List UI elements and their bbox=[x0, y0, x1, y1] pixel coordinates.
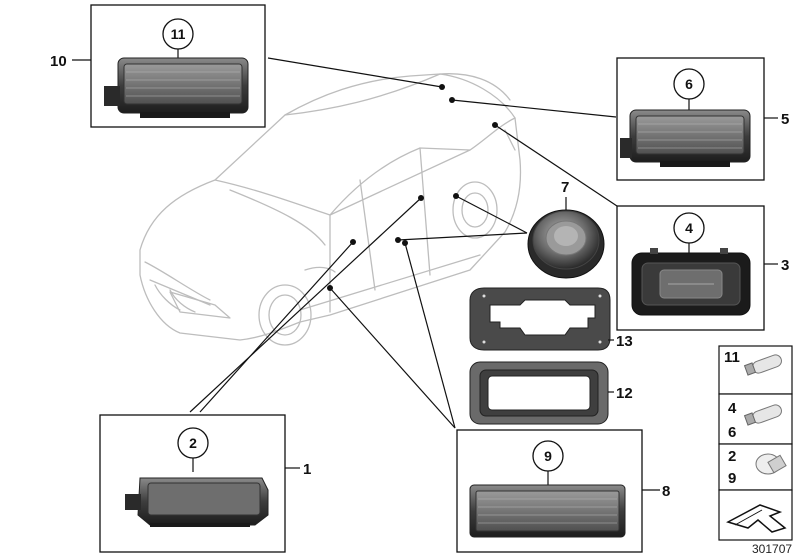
leader-lines bbox=[189, 57, 618, 429]
bulb-label-2: 2 bbox=[728, 448, 736, 465]
bulb-label-11: 11 bbox=[724, 349, 740, 366]
callout-2: 2 bbox=[189, 435, 197, 451]
callout-5: 5 bbox=[781, 111, 789, 128]
part-7-round-lens[interactable]: 7 bbox=[527, 179, 605, 279]
lamp-9-image bbox=[469, 484, 626, 538]
callout-11: 11 bbox=[171, 26, 186, 42]
wedge-bulb-icon bbox=[755, 453, 787, 475]
part-box-9[interactable]: 9 bbox=[456, 429, 643, 553]
lamp-11-image bbox=[104, 57, 249, 118]
callout-13: 13 bbox=[616, 333, 633, 350]
bulb-panel: 11 4 6 2 9 bbox=[718, 345, 793, 541]
callout-7: 7 bbox=[561, 179, 569, 196]
leader-dots bbox=[327, 84, 498, 291]
bulb-label-4: 4 bbox=[728, 400, 737, 417]
bulb-label-6: 6 bbox=[728, 424, 736, 441]
callout-6: 6 bbox=[685, 76, 693, 92]
bulb-label-9: 9 bbox=[728, 470, 736, 487]
part-box-6[interactable]: 6 bbox=[616, 57, 765, 181]
festoon-bulb-icon bbox=[743, 354, 782, 376]
callout-12: 12 bbox=[616, 385, 633, 402]
callout-4: 4 bbox=[685, 220, 693, 236]
lamp-2-image bbox=[125, 477, 269, 527]
lamp-4-image bbox=[631, 248, 751, 316]
festoon-bulb-icon bbox=[743, 404, 782, 426]
lamp-6-image bbox=[620, 109, 751, 167]
callout-3: 3 bbox=[781, 257, 789, 274]
callout-8: 8 bbox=[662, 483, 670, 500]
part-box-4[interactable]: 4 bbox=[616, 205, 765, 331]
callout-1: 1 bbox=[303, 461, 311, 478]
part-box-11[interactable]: 11 bbox=[90, 4, 266, 128]
part-13-gasket[interactable] bbox=[469, 287, 611, 351]
part-12-frame[interactable] bbox=[469, 361, 609, 425]
callout-9: 9 bbox=[544, 448, 552, 464]
diagram-id: 301707 bbox=[752, 542, 792, 556]
car-outline bbox=[139, 73, 522, 346]
callout-10: 10 bbox=[50, 53, 67, 70]
arrow-icon bbox=[726, 504, 787, 533]
part-box-2[interactable]: 2 bbox=[99, 414, 286, 553]
